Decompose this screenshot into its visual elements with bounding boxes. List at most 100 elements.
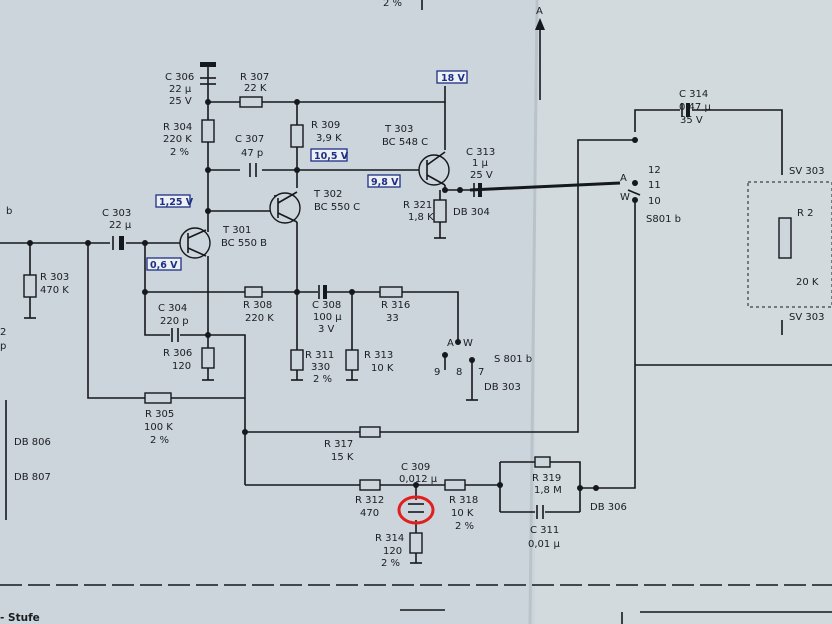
r304-value: 220 K <box>163 134 192 145</box>
left-b-label: b <box>6 206 12 217</box>
r314-tolerance: 2 % <box>381 558 400 569</box>
r319-label: R 319 <box>532 473 561 484</box>
db303-label: DB 303 <box>484 382 521 393</box>
db806-label: DB 806 <box>14 437 51 448</box>
c314-voltage: 35 V <box>680 115 703 126</box>
s801b-label: S 801 b <box>494 354 532 365</box>
r2-body <box>778 217 792 259</box>
t303-label: T 303 <box>384 124 413 135</box>
c306-voltage: 25 V <box>169 96 192 107</box>
r309-value: 3,9 K <box>316 133 342 144</box>
r314-value: 120 <box>383 546 402 557</box>
voltage-06v: 0,6 V <box>150 260 178 271</box>
c308-value: 100 µ <box>313 312 342 323</box>
db304-label: DB 304 <box>453 207 490 218</box>
sw-pin-11: 11 <box>648 180 661 191</box>
r313-label: R 313 <box>364 350 393 361</box>
r307-body <box>239 96 263 108</box>
r309-body <box>290 124 304 148</box>
sv303-bottom-label: SV 303 <box>789 312 824 323</box>
c311-value: 0,01 µ <box>528 539 560 550</box>
r309-label: R 309 <box>311 120 340 131</box>
r305-body <box>144 392 172 404</box>
sw-w-label: W <box>620 192 630 203</box>
stufe-label: - Stufe <box>0 612 40 624</box>
r303-label: R 303 <box>40 272 69 283</box>
r321-body <box>433 199 447 223</box>
c307-label: C 307 <box>235 134 264 145</box>
t302-symbol <box>269 192 301 224</box>
r306-value: 120 <box>172 361 191 372</box>
r316-value: 33 <box>386 313 399 324</box>
r303-value: 470 K <box>40 285 69 296</box>
voltage-box-06v <box>146 257 182 271</box>
r318-value: 10 K <box>451 508 474 519</box>
r303-body <box>23 274 37 298</box>
r307-value: 22 K <box>244 83 267 94</box>
voltage-box-105v <box>310 148 348 162</box>
resistors <box>23 96 792 554</box>
c311-label: C 311 <box>530 525 559 536</box>
c313-label: C 313 <box>466 147 495 158</box>
voltage-18v: 18 V <box>441 73 466 84</box>
db306-label: DB 306 <box>590 502 627 513</box>
paper-fold <box>528 0 539 624</box>
voltage-box-125v <box>155 194 191 208</box>
sw-a-label: A <box>620 173 627 184</box>
ground-symbols <box>24 237 478 564</box>
switch-w-label: W <box>463 338 473 349</box>
r314-body <box>409 532 423 554</box>
r305-label: R 305 <box>145 409 174 420</box>
t301-type: BC 550 B <box>221 238 267 249</box>
r311-tolerance: 2 % <box>313 374 332 385</box>
top-fragment: 2 % <box>383 0 402 9</box>
voltage-box-98v <box>367 174 401 188</box>
arrow-a-marker <box>535 18 545 30</box>
r318-label: R 318 <box>449 495 478 506</box>
r321-label: R 321 <box>403 200 432 211</box>
c304-label: C 304 <box>158 303 187 314</box>
r314-label: R 314 <box>375 533 404 544</box>
r304-body <box>201 119 215 143</box>
r311-body <box>290 349 304 371</box>
c314-value: 0,47 µ <box>679 102 711 113</box>
r304-tolerance: 2 % <box>170 147 189 158</box>
switch-a-label: A <box>447 338 454 349</box>
voltage-labels: 18 V 10,5 V 9,8 V 1,25 V 0,6 V <box>146 70 468 271</box>
r2-label: R 2 <box>797 208 814 219</box>
t302-label: T 302 <box>313 189 342 200</box>
t301-symbol <box>179 227 211 259</box>
c303-label: C 303 <box>102 208 131 219</box>
paper-fold-shade <box>535 0 832 624</box>
c313-voltage: 25 V <box>470 170 493 181</box>
c309-highlight-circle <box>397 495 435 525</box>
output-line <box>469 181 621 192</box>
r308-body <box>244 286 263 298</box>
c303-value: 22 µ <box>109 220 132 231</box>
pin-9: 9 <box>434 367 440 378</box>
c313-value: 1 µ <box>472 158 489 169</box>
c308-label: C 308 <box>312 300 341 311</box>
r2-value: 20 K <box>796 277 819 288</box>
r304-label: R 304 <box>163 122 192 133</box>
sw-pin-12: 12 <box>648 165 661 176</box>
db807-label: DB 807 <box>14 472 51 483</box>
r308-value: 220 K <box>245 313 274 324</box>
r319-value: 1,8 M <box>534 485 562 496</box>
arrow-a-label: A <box>536 6 543 17</box>
left-fragment-1: 2 <box>0 327 6 338</box>
r311-value: 330 <box>311 362 330 373</box>
r317-value: 15 K <box>331 452 354 463</box>
c306-value: 22 µ <box>169 84 192 95</box>
r313-value: 10 K <box>371 363 394 374</box>
c307-value: 47 p <box>241 148 263 159</box>
sv303-top-label: SV 303 <box>789 166 824 177</box>
r313-body <box>345 349 359 371</box>
voltage-105v: 10,5 V <box>314 151 349 162</box>
r316-body <box>379 286 403 298</box>
r306-label: R 306 <box>163 348 192 359</box>
r318-tolerance: 2 % <box>455 521 474 532</box>
r318-body <box>444 479 466 491</box>
